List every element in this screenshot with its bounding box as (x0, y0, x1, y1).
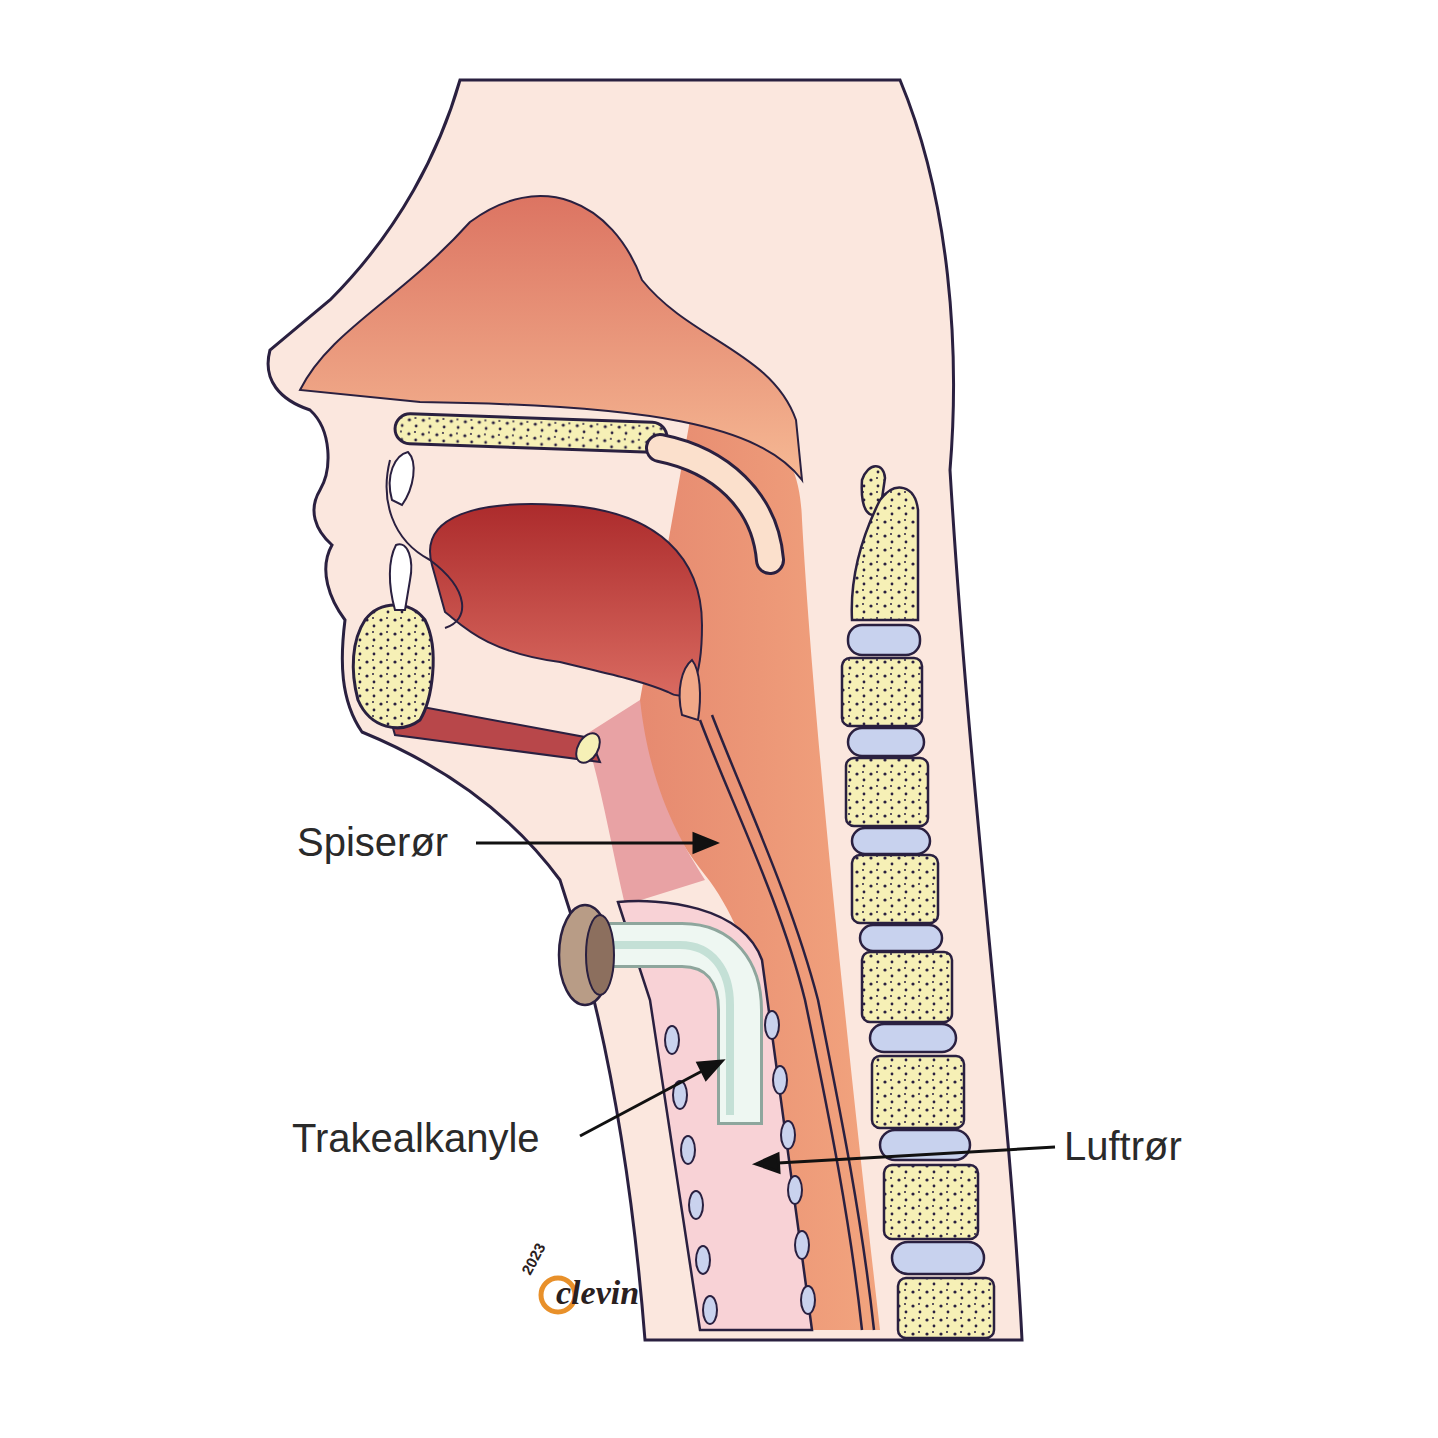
anatomy-label: Spiserør (297, 822, 448, 862)
oral-cavity (430, 504, 702, 695)
upper-tooth (390, 452, 414, 505)
hyoid-bone (571, 729, 604, 767)
anatomy-label: Trakealkanyle (292, 1118, 540, 1158)
odontoid (852, 488, 918, 620)
leader-arrows (476, 834, 1055, 1172)
cannula-tube (600, 945, 740, 1122)
watermark-name: clevin (556, 1276, 639, 1310)
watermark-year: 2023 (519, 1240, 548, 1277)
vertebrae (842, 625, 994, 1338)
lower-tooth (390, 544, 411, 610)
nasal-cavity (300, 196, 802, 480)
soft-palate (660, 448, 770, 560)
epiglottis (680, 660, 700, 720)
head-outline (268, 80, 1022, 1340)
hard-palate (395, 413, 668, 452)
cannula-flange (586, 915, 614, 995)
larynx (585, 700, 705, 905)
lower-jaw (353, 605, 433, 728)
anatomy-label: Luftrør (1064, 1126, 1182, 1166)
soft-palate (660, 448, 770, 560)
cannula-tube (600, 945, 740, 1125)
